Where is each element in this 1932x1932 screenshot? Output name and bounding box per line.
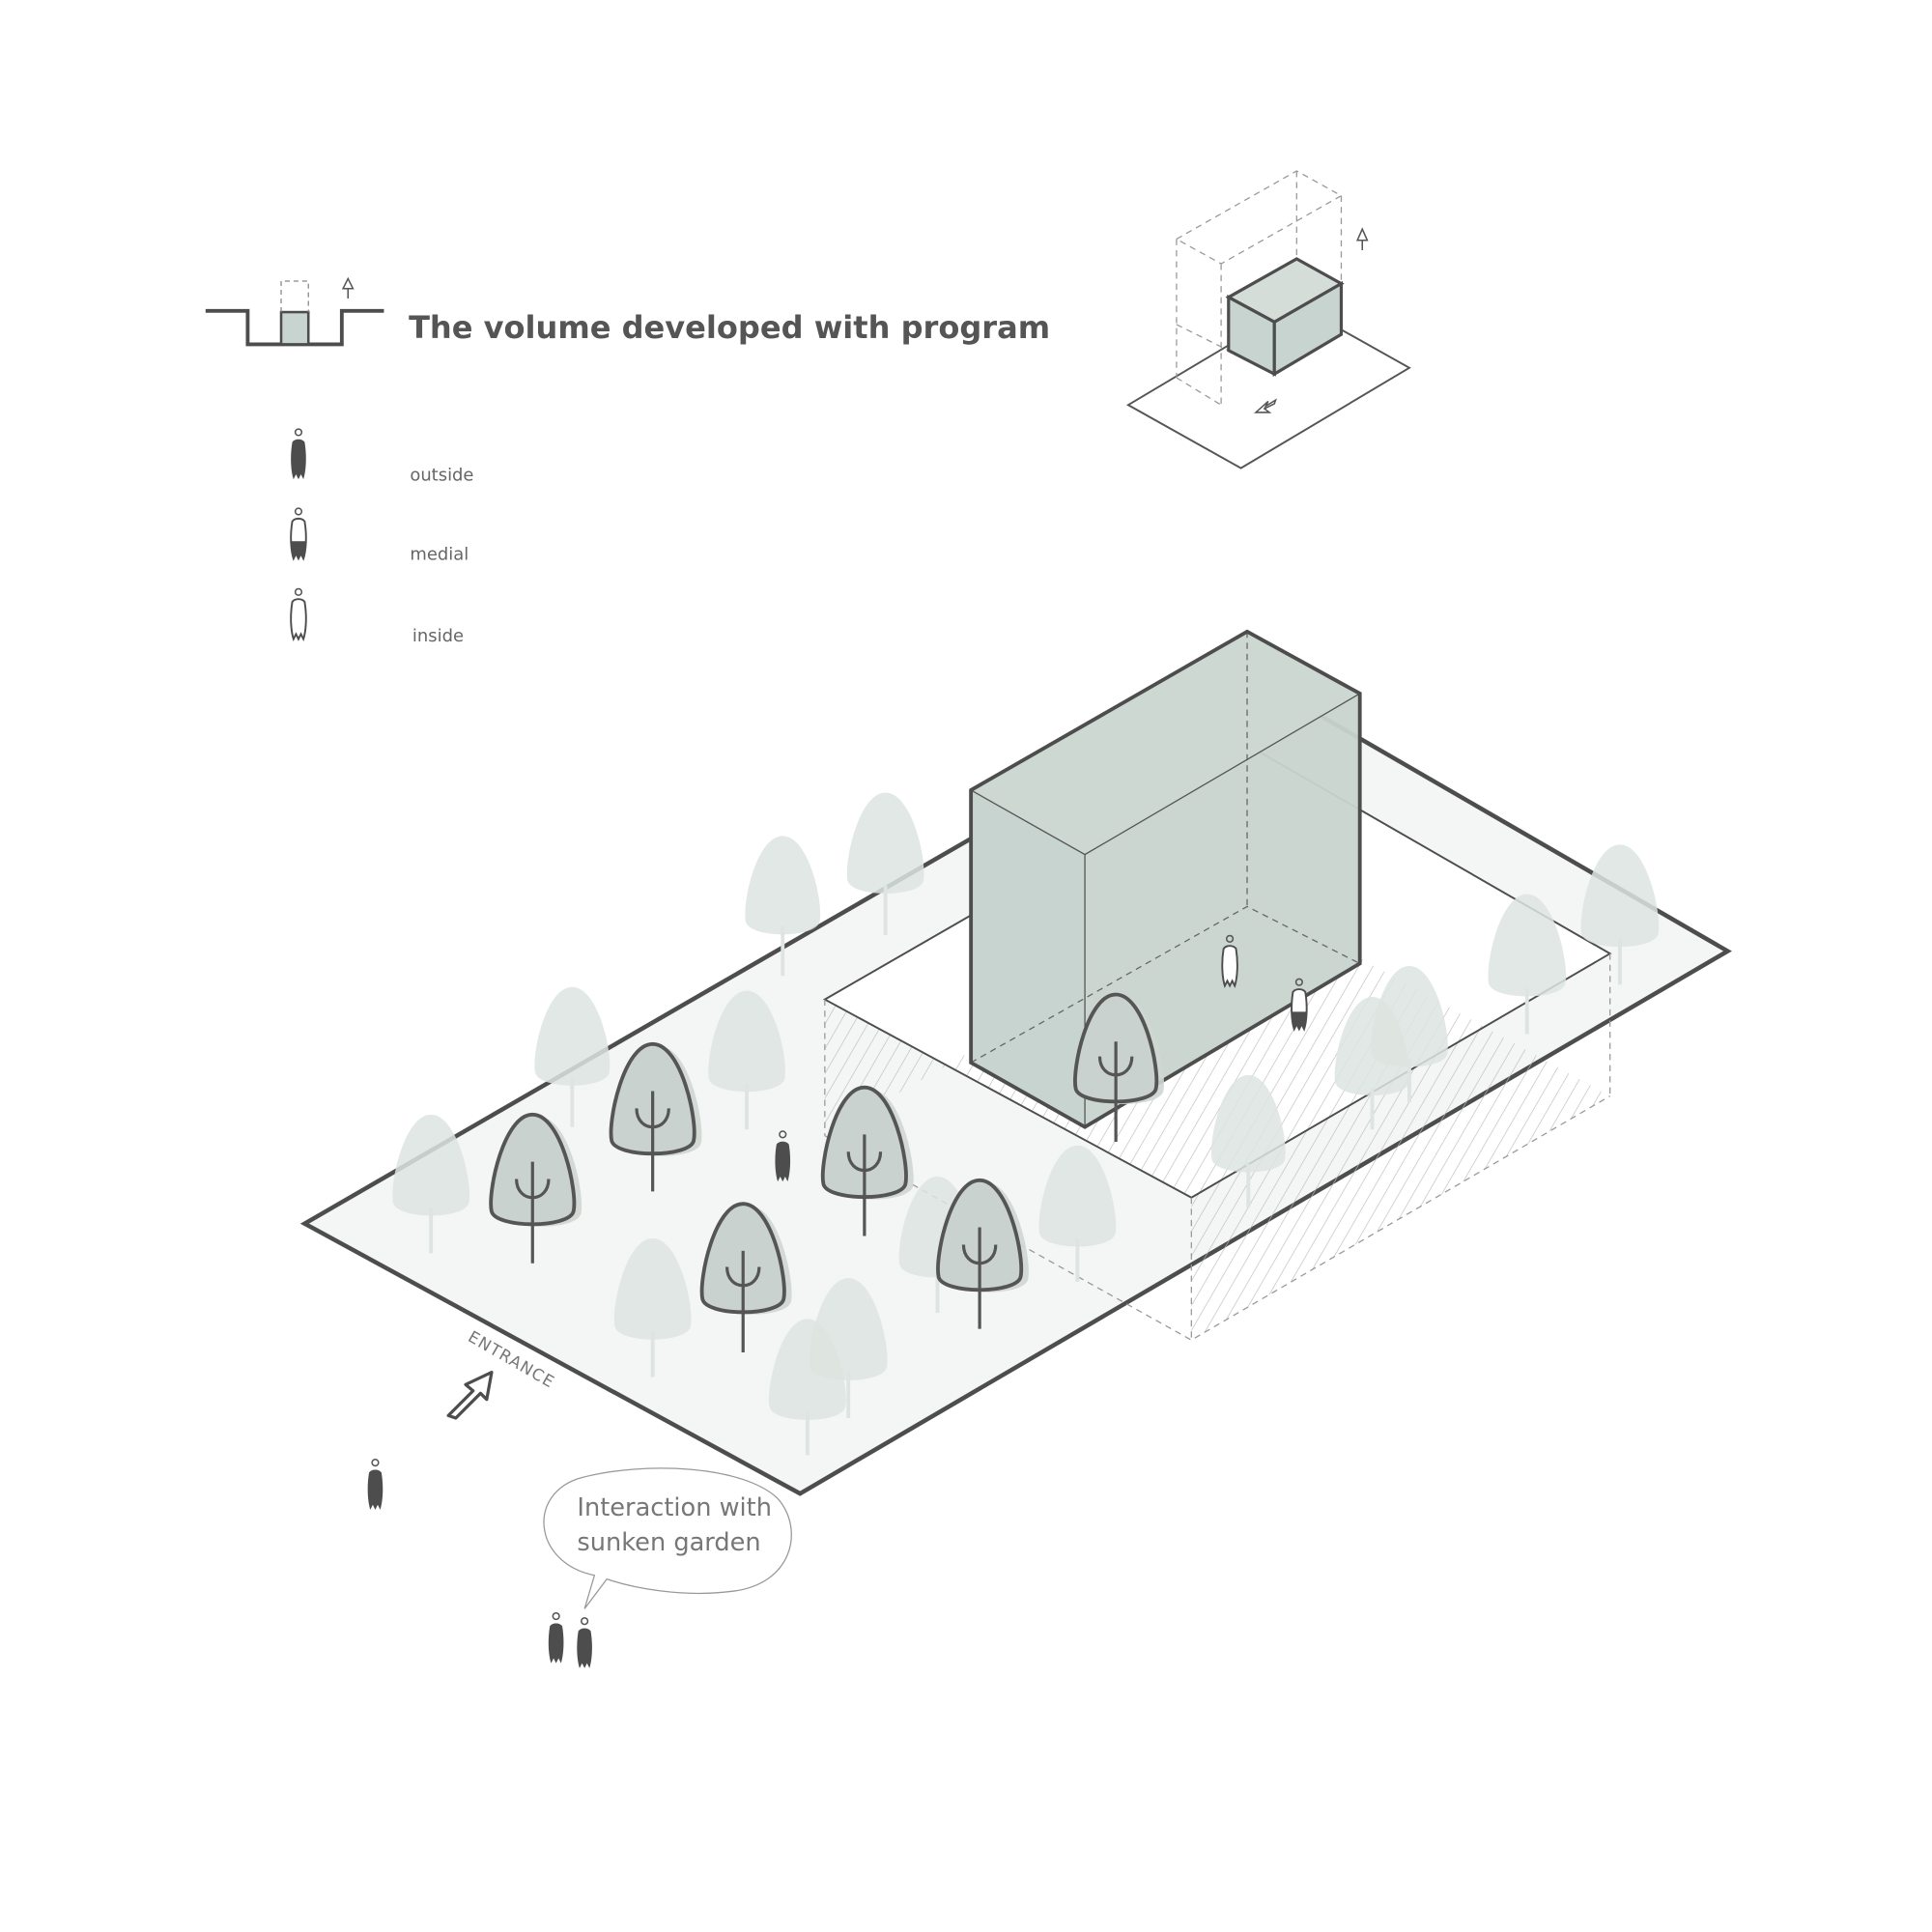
person-outside-icon (367, 1459, 384, 1510)
building-volume (969, 629, 1362, 1129)
up-arrow-icon (341, 276, 355, 298)
section-icon (205, 276, 384, 347)
people (367, 934, 1308, 1668)
tree-outlined (699, 1202, 792, 1353)
down-left-arrow-icon (1253, 398, 1277, 413)
bubble-text-line1: Interaction with (577, 1493, 772, 1522)
person-inside-icon (290, 587, 307, 642)
entrance-arrow-icon (446, 1370, 494, 1420)
tree-outlined (936, 1178, 1029, 1329)
tree-light (613, 1238, 692, 1378)
tree-outlined (1073, 992, 1164, 1143)
tree-light (745, 836, 821, 977)
tree-light (809, 1278, 888, 1418)
tree-outlined (609, 1041, 702, 1192)
tree-light (534, 986, 611, 1127)
key-diagram (1126, 170, 1411, 469)
tree-light (1580, 844, 1660, 985)
tree-light (1488, 894, 1567, 1035)
up-arrow-icon (1355, 227, 1369, 250)
foreground-trees (489, 992, 1164, 1353)
person-medial-icon (290, 507, 307, 561)
legend (290, 428, 307, 642)
tree-light (708, 990, 785, 1130)
tree-light (1371, 966, 1448, 1103)
legend-label-outside: outside (410, 465, 473, 485)
tree-outlined (489, 1112, 582, 1264)
person-medial-icon (1291, 978, 1308, 1032)
diagram-title: The volume developed with program (409, 309, 1050, 346)
person-outside-icon (548, 1611, 564, 1663)
bubble-text-line2: sunken garden (577, 1528, 760, 1557)
legend-label-medial: medial (410, 544, 469, 564)
tree-light (392, 1114, 469, 1254)
person-outside-icon (577, 1617, 592, 1668)
person-outside-icon (775, 1130, 791, 1182)
person-outside-icon (291, 428, 306, 480)
tree-outlined (820, 1085, 914, 1236)
tree-light (1038, 1145, 1117, 1282)
person-inside-icon (1221, 934, 1238, 989)
legend-label-inside: inside (412, 626, 464, 646)
tree-light (846, 792, 924, 935)
tree-light (1210, 1074, 1286, 1208)
speech-bubble (543, 1467, 792, 1609)
